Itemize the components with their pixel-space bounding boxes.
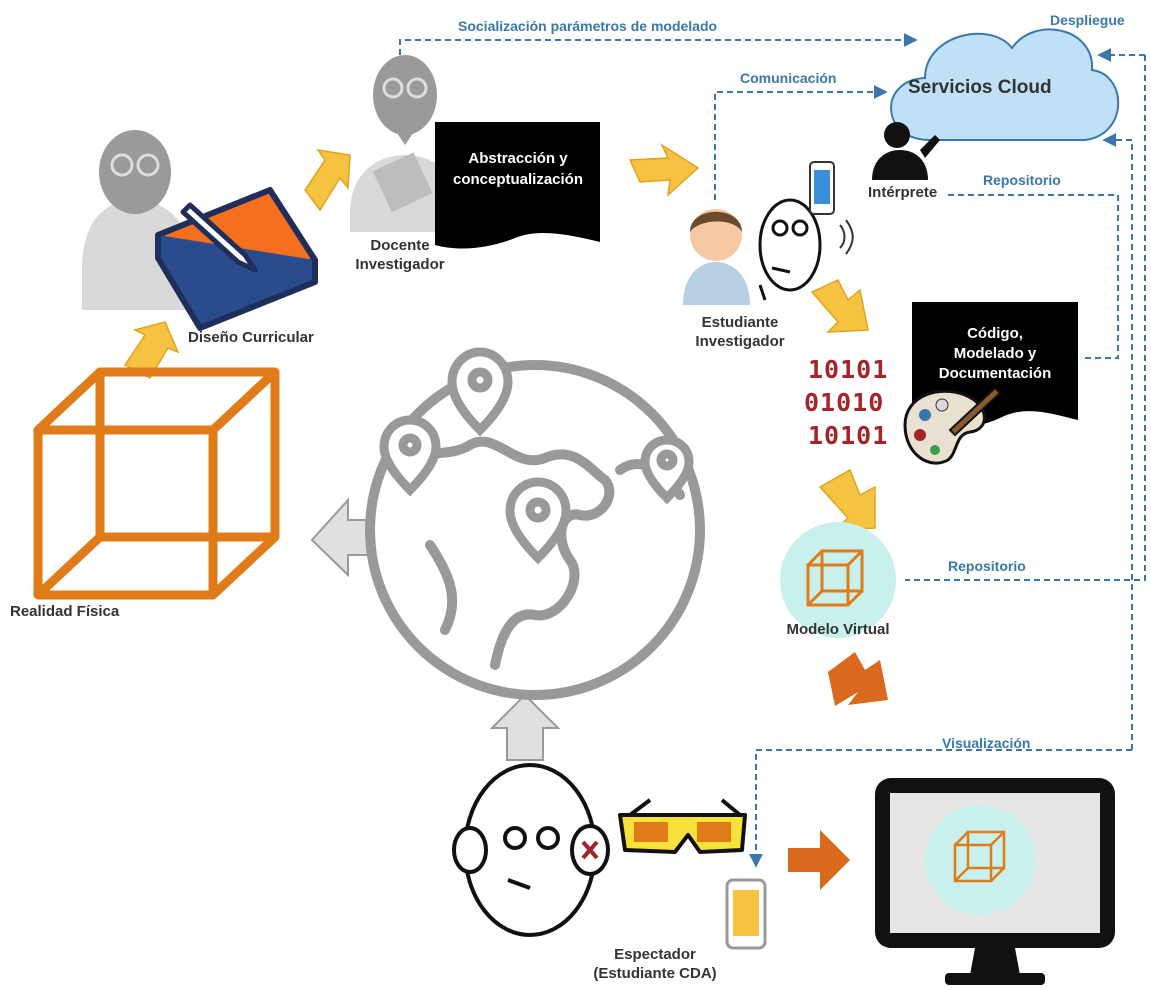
espectador-face-icon [452, 763, 610, 937]
comunicacion-line [714, 85, 888, 200]
realidad-fisica-label: Realidad Física [10, 603, 120, 620]
binary-row-2: 01010 [804, 388, 885, 417]
flow-label-socializacion: Socialización parámetros de modelado [458, 18, 718, 34]
flow-label-visualizacion: Visualización [942, 735, 1031, 751]
cloud-icon [890, 28, 1120, 141]
estudiante-investigador-label: Estudiante Investigador [695, 314, 785, 350]
binary-row-1: 10101 [808, 355, 889, 384]
palette-icon [903, 386, 1002, 465]
book-pencil-icon [155, 187, 318, 331]
arrow-phone-to-monitor [788, 830, 850, 890]
repositorio-top-line [945, 194, 1119, 359]
socializacion-line [399, 33, 918, 55]
monitor-icon [875, 778, 1115, 985]
flow-label-comunicacion: Comunicación [740, 70, 837, 86]
signal-icon [839, 219, 854, 255]
flow-label-despliegue: Despliegue [1050, 12, 1125, 28]
arrow-modelo-to-display [828, 652, 888, 706]
abstraccion-banner-text: Abstracción y conceptualización [452, 150, 584, 188]
face-icon [758, 198, 822, 301]
location-pin-dot [398, 433, 422, 457]
location-pin-dot [656, 449, 678, 471]
location-pin-dot [525, 497, 551, 523]
docente-person-icon [350, 55, 462, 232]
flow-label-repositorio-top: Repositorio [983, 172, 1061, 188]
flow-label-repositorio-mid: Repositorio [948, 558, 1026, 574]
espectador-label: Espectador (Estudiante CDA) [593, 946, 717, 982]
arrow-codigo-to-modelo [818, 468, 876, 531]
spectator-phone-icon [725, 878, 767, 950]
orange-arrows [788, 652, 888, 890]
flow-lines [399, 33, 1146, 868]
arrow-espectador-to-globe [489, 693, 561, 761]
visualizacion-line [749, 749, 1132, 868]
despliegue-line [905, 55, 1146, 581]
smartphone-icon [809, 161, 835, 215]
interprete-label: Intérprete [868, 184, 938, 201]
abstraccion-banner-shape [435, 122, 600, 249]
yellow-arrows [123, 142, 876, 531]
location-pins [379, 347, 694, 565]
servicios-cloud-label: Servicios Cloud [908, 77, 1052, 98]
diseno-curricular-label: Diseño Curricular [188, 329, 314, 346]
student-icon [683, 209, 750, 305]
arrow-docente-to-estudiante [628, 142, 700, 197]
interpreter-icon [872, 122, 940, 180]
arrow-design-to-docente [304, 148, 351, 212]
cube-icon [33, 367, 280, 600]
docente-investigador-label: Docente Investigador [355, 237, 445, 273]
3d-glasses-icon [618, 798, 747, 854]
modelo-virtual-label: Modelo Virtual [786, 621, 890, 638]
modelo-virtual-icon [780, 522, 896, 638]
binary-row-3: 10101 [808, 421, 889, 450]
location-pin-dot [467, 367, 493, 393]
designer-person-icon [82, 130, 192, 310]
arrow-estudiante-to-codigo [810, 279, 869, 333]
codigo-banner-text: Código, Modelado y Documentación [938, 325, 1052, 382]
repositorio-cloud-line [1102, 133, 1133, 750]
